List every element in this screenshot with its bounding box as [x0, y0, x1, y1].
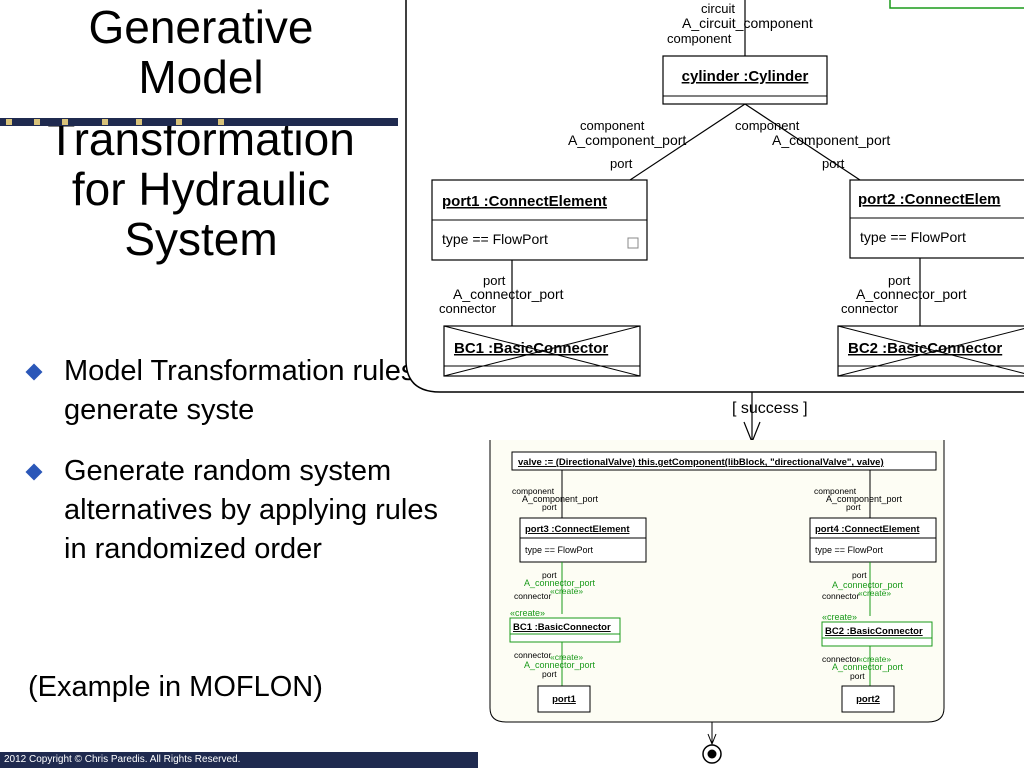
diagram-label: port1 [552, 694, 576, 705]
bc1-create-object [509, 617, 621, 643]
bullet-text: Generate random system alternatives by a… [64, 455, 438, 565]
decorative-squares [0, 118, 398, 126]
port2-attr: type == FlowPort [860, 229, 966, 245]
diagram-label: BC1 :BasicConnector [513, 622, 611, 633]
diagram-label: port [850, 671, 865, 681]
title-line: System [124, 213, 278, 265]
port4-object [809, 517, 937, 563]
decorative-bar [0, 118, 398, 126]
bc1-title: BC1 :BasicConnector [454, 340, 608, 357]
footer-bar [0, 752, 478, 768]
diagram-label: port [542, 570, 557, 580]
left-conn-port: port [483, 273, 506, 288]
valve-statement: valve := (DirectionalValve) this.getComp… [518, 457, 884, 468]
diagram-label: component [512, 486, 555, 496]
port2-small-object [841, 685, 895, 713]
left-component-label: component [580, 118, 645, 133]
bullet-text: Model Transformation rules to generate s… [64, 355, 448, 426]
diagram-label: port [542, 669, 557, 679]
assoc-circuit-component: A_circuit_component [682, 15, 813, 31]
diagram-label: connector [822, 591, 859, 601]
diagram-label: port [542, 502, 557, 512]
bc2-create-object [821, 621, 933, 647]
diamond-bullet-icon [25, 363, 43, 381]
bottom-story-diagram: valve := (DirectionalValve) this.getComp… [482, 440, 952, 768]
activity-frame [405, 0, 1024, 393]
diagram-label: connector [514, 650, 551, 660]
left-assoc: A_component_port [568, 132, 686, 148]
valve-statement-box [511, 451, 937, 471]
diagram-label: A_connector_port [524, 578, 596, 588]
bc2-title: BC2 :BasicConnector [848, 340, 1002, 357]
diagram-label: port [852, 570, 867, 580]
diagram-label: connector [822, 654, 859, 664]
copyright-footer: 2012 Copyright © Chris Paredis. All Righ… [4, 754, 241, 765]
bottom-diagram-svg: valve := (DirectionalValve) this.getComp… [489, 440, 945, 764]
diagram-label: A_connector_port [524, 660, 596, 670]
port3-object [519, 517, 647, 563]
diagram-label: port4 :ConnectElement [815, 524, 920, 535]
example-note: (Example in MOFLON) [28, 671, 323, 703]
diagram-label: connector [514, 591, 551, 601]
port1-attr: type == FlowPort [442, 231, 548, 247]
diagram-label: type == FlowPort [815, 545, 884, 555]
diamond-bullet-icon [25, 463, 43, 481]
diagram-label: port3 :ConnectElement [525, 524, 630, 535]
diagram-label: «create» [858, 588, 891, 598]
diagram-label: type == FlowPort [525, 545, 594, 555]
diagram-label: A_component_port [826, 494, 903, 504]
diagram-label: «create» [550, 652, 583, 662]
right-component-label: component [735, 118, 800, 133]
circuit-label: circuit [701, 1, 735, 16]
diagram-label: port2 [856, 694, 880, 705]
right-port-label: port [822, 156, 845, 171]
diagram-label: «create» [858, 654, 891, 664]
diagram-label: «create» [550, 586, 583, 596]
top-diagram-svg: circuit A_circuit_component component cy… [405, 0, 1024, 393]
title-line: Model [138, 51, 264, 103]
diagram-label: «create» [822, 612, 857, 622]
right-conn-label: connector [841, 301, 899, 316]
diagram-label: component [814, 486, 857, 496]
diagram-label: A_component_port [522, 494, 599, 504]
title-line: Generative [88, 1, 314, 53]
green-node-edge [889, 0, 1024, 9]
port1-small-object [537, 685, 591, 713]
left-conn-assoc: A_connector_port [453, 286, 564, 302]
top-story-diagram: circuit A_circuit_component component cy… [400, 0, 1024, 400]
port1-title: port1 :ConnectElement [442, 193, 607, 210]
slide-title: Generative Model Transformation for Hydr… [0, 2, 402, 264]
diagram-label: BC2 :BasicConnector [825, 626, 923, 637]
diagram-label: A_connector_port [832, 662, 904, 672]
diagram-label: A_connector_port [832, 580, 904, 590]
diagram-label: «create» [510, 608, 545, 618]
bullet-list: Model Transformation rules to generate s… [25, 352, 458, 591]
title-line: for Hydraulic [71, 163, 331, 215]
port2-object [849, 179, 1024, 259]
left-port-label: port [610, 156, 633, 171]
right-assoc: A_component_port [772, 132, 890, 148]
port2-title: port2 :ConnectElem [858, 191, 1001, 208]
bullet-item: Generate random system alternatives by a… [25, 452, 458, 569]
left-conn-label: connector [439, 301, 497, 316]
component-label: component [667, 31, 732, 46]
cylinder-title: cylinder :Cylinder [682, 68, 809, 85]
diagram-label: port [846, 502, 861, 512]
bullet-item: Model Transformation rules to generate s… [25, 352, 458, 430]
right-conn-port: port [888, 273, 911, 288]
right-conn-assoc: A_connector_port [856, 286, 967, 302]
success-guard: [ success ] [732, 400, 808, 417]
